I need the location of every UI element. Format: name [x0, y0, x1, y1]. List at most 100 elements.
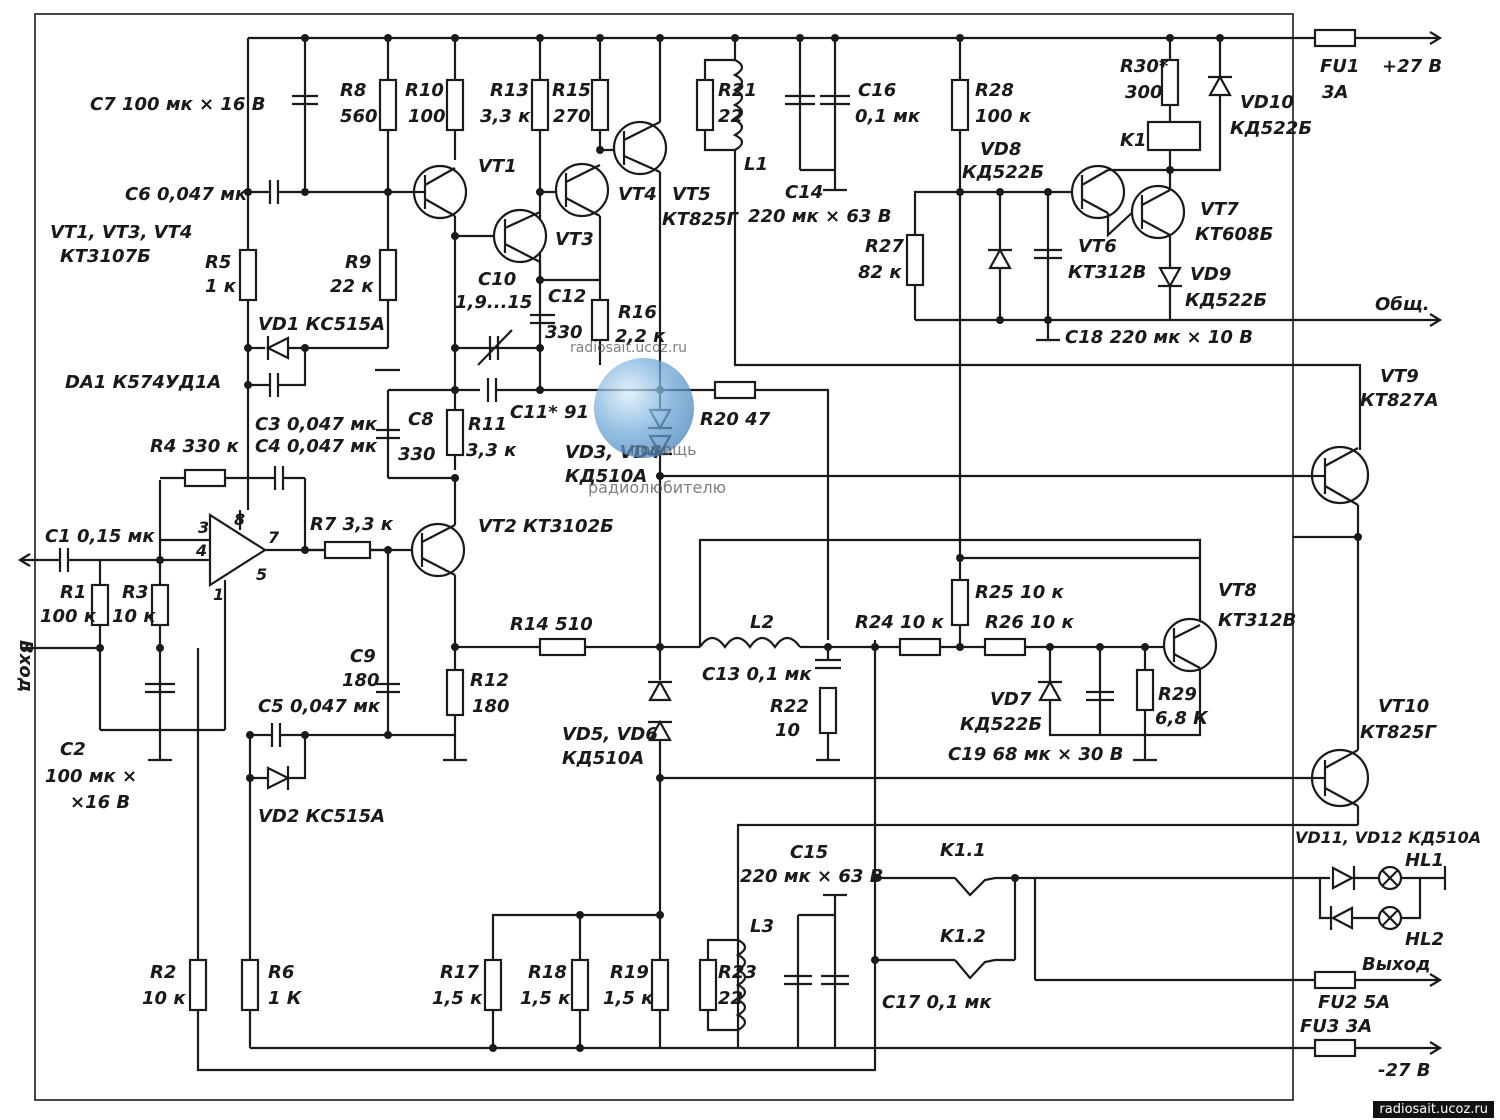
label-vt7-type: КТ608Б	[1195, 224, 1273, 245]
label-r18-val: 1,5 к	[520, 988, 571, 1009]
label-r22: R22	[770, 696, 809, 717]
label-r17-val: 1,5 к	[432, 988, 483, 1009]
label-c18: C18 220 мк × 10 В	[1065, 327, 1253, 348]
output-filter	[698, 538, 1202, 762]
label-r14: R14 510	[510, 614, 593, 635]
resistor-r16	[590, 298, 610, 342]
label-r15-val: 270	[553, 106, 591, 127]
label-r15: R15	[552, 80, 591, 101]
label-vd1: VD1 КС515А	[258, 314, 385, 335]
label-vd9: VD9	[1190, 264, 1231, 285]
label-c6: C6 0,047 мк	[125, 184, 248, 205]
resistor-r10	[445, 78, 465, 132]
label-c2: C2	[60, 739, 86, 760]
resistor-r25	[950, 578, 970, 627]
label-c19: C19 68 мк × 30 В	[948, 744, 1123, 765]
label-vt6: VT6	[1078, 236, 1117, 257]
label-pin8: 8	[234, 510, 245, 529]
label-c7: C7 100 мк × 16 В	[90, 94, 265, 115]
label-r9: R9	[345, 252, 371, 273]
vt1-stage	[292, 38, 505, 470]
label-vt8-type: КТ312В	[1218, 610, 1296, 631]
label-c17: C17 0,1 мк	[882, 992, 992, 1013]
resistor-r18	[570, 958, 590, 1012]
label-c13: C13 0,1 мк	[702, 664, 812, 685]
label-vt1: VT1	[478, 156, 517, 177]
resistor-r13	[530, 78, 550, 132]
label-c15-val: 220 мк × 63 В	[740, 866, 883, 887]
negative-filter	[698, 823, 1358, 1048]
label-c3: C3 0,047 мк	[255, 414, 378, 435]
resistor-r20	[713, 380, 757, 400]
resistor-r3	[150, 583, 170, 627]
label-vd8-type: КД522Б	[962, 162, 1044, 183]
relay-driver	[905, 38, 1232, 342]
label-r21: R21	[718, 80, 757, 101]
label-r4: R4 330 к	[150, 436, 239, 457]
label-r19-val: 1,5 к	[603, 988, 654, 1009]
label-c4: C4 0,047 мк	[255, 436, 378, 457]
resistor-r27	[905, 233, 925, 287]
label-vd9-type: КД522Б	[1185, 290, 1267, 311]
footer-url: radiosait.ucoz.ru	[1373, 1101, 1494, 1118]
label-vd10: VD10	[1240, 92, 1294, 113]
label-c14: C14	[785, 182, 823, 203]
resistor-r23	[698, 958, 718, 1012]
label-r26: R26 10 к	[985, 612, 1074, 633]
label-r30: R30*	[1120, 56, 1169, 77]
label-vd1112: VD11, VD12 КД510А	[1295, 828, 1481, 847]
terminal-labels: +27 В Общ. Выход -27 В Вход	[15, 56, 1442, 1081]
label-c14-val: 220 мк × 63 В	[748, 206, 891, 227]
label-fu1: FU1	[1320, 56, 1359, 77]
component-labels: C7 100 мк × 16 В C6 0,047 мк VT1, VT3, V…	[40, 56, 1481, 1037]
output-rail	[1035, 970, 1443, 990]
label-l3: L3	[750, 916, 774, 937]
resistor-r12	[445, 668, 465, 717]
label-r18: R18	[528, 962, 567, 983]
label-r11: R11	[468, 414, 507, 435]
label-pin3: 3	[198, 518, 209, 537]
label-c10-val: 1,9...15	[455, 292, 532, 313]
resistor-r14	[538, 637, 587, 657]
label-r23: R23	[718, 962, 757, 983]
resistor-r6	[240, 958, 260, 1012]
label-vd56-type: КД510А	[562, 748, 644, 769]
label-r12-val: 180	[472, 696, 510, 717]
opamp-supply-network	[238, 38, 455, 1048]
label-plus27: +27 В	[1382, 56, 1442, 77]
label-r13: R13	[490, 80, 529, 101]
fuse-fu1	[1313, 28, 1357, 48]
label-r6-val: 1 К	[268, 988, 303, 1009]
label-k12: K1.2	[940, 926, 986, 947]
label-fu3: FU3 3А	[1300, 1016, 1372, 1037]
emitter-resistors	[483, 911, 670, 1052]
resistor-r9	[378, 248, 398, 302]
label-r28: R28	[975, 80, 1014, 101]
label-vt6-type: КТ312В	[1068, 262, 1146, 283]
label-l1: L1	[744, 154, 768, 175]
resistor-r28	[950, 78, 970, 132]
label-vd34: VD3, VD4	[565, 442, 661, 463]
label-vd2: VD2 КС515А	[258, 806, 385, 827]
label-r16-val: 2,2 к	[615, 326, 666, 347]
label-hl2: HL2	[1405, 929, 1444, 950]
transistor-vt3	[492, 208, 548, 264]
label-pin7: 7	[268, 528, 280, 547]
label-c15: C15	[790, 842, 828, 863]
transistor-vt5	[612, 120, 668, 176]
label-vt134-type: КТ3107Б	[60, 246, 151, 267]
label-vt5: VT5	[672, 184, 711, 205]
label-r21-val: 22	[718, 106, 743, 127]
label-c16-val: 0,1 мк	[855, 106, 921, 127]
resistor-r26	[983, 637, 1027, 657]
common-rail	[915, 313, 1443, 327]
label-vt9: VT9	[1380, 366, 1419, 387]
label-vt3: VT3	[555, 229, 594, 250]
resistor-r11	[445, 408, 465, 457]
label-r2-val: 10 к	[142, 988, 186, 1009]
inductor-l2	[699, 636, 801, 649]
label-r8-val: 560	[340, 106, 378, 127]
transistor-vt7	[1130, 184, 1186, 240]
label-vt10: VT10	[1378, 696, 1429, 717]
